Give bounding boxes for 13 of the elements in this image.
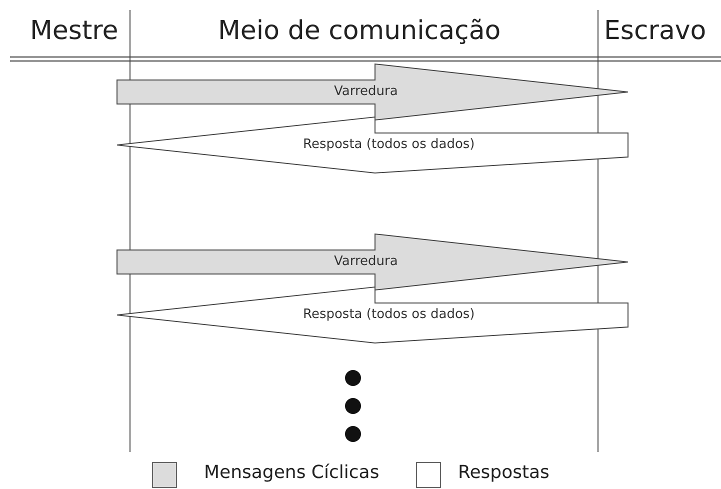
- edge-label: Resposta (todos os dados): [303, 137, 475, 153]
- legend-label: Respostas: [458, 462, 550, 484]
- block-arrow: [116, 233, 628, 291]
- edge-label: Resposta (todos os dados): [303, 307, 475, 323]
- lifeline-header: Escravo: [604, 14, 706, 48]
- edge-label: Varredura: [334, 254, 398, 270]
- edge-label: Varredura: [334, 84, 398, 100]
- lifeline-header: Mestre: [30, 14, 118, 48]
- legend-label: Mensagens Cíclicas: [204, 462, 380, 484]
- lifeline-header: Meio de comunicação: [218, 14, 501, 48]
- block-arrow: [116, 116, 628, 174]
- block-arrow: [116, 63, 628, 121]
- block-arrow: [116, 286, 628, 344]
